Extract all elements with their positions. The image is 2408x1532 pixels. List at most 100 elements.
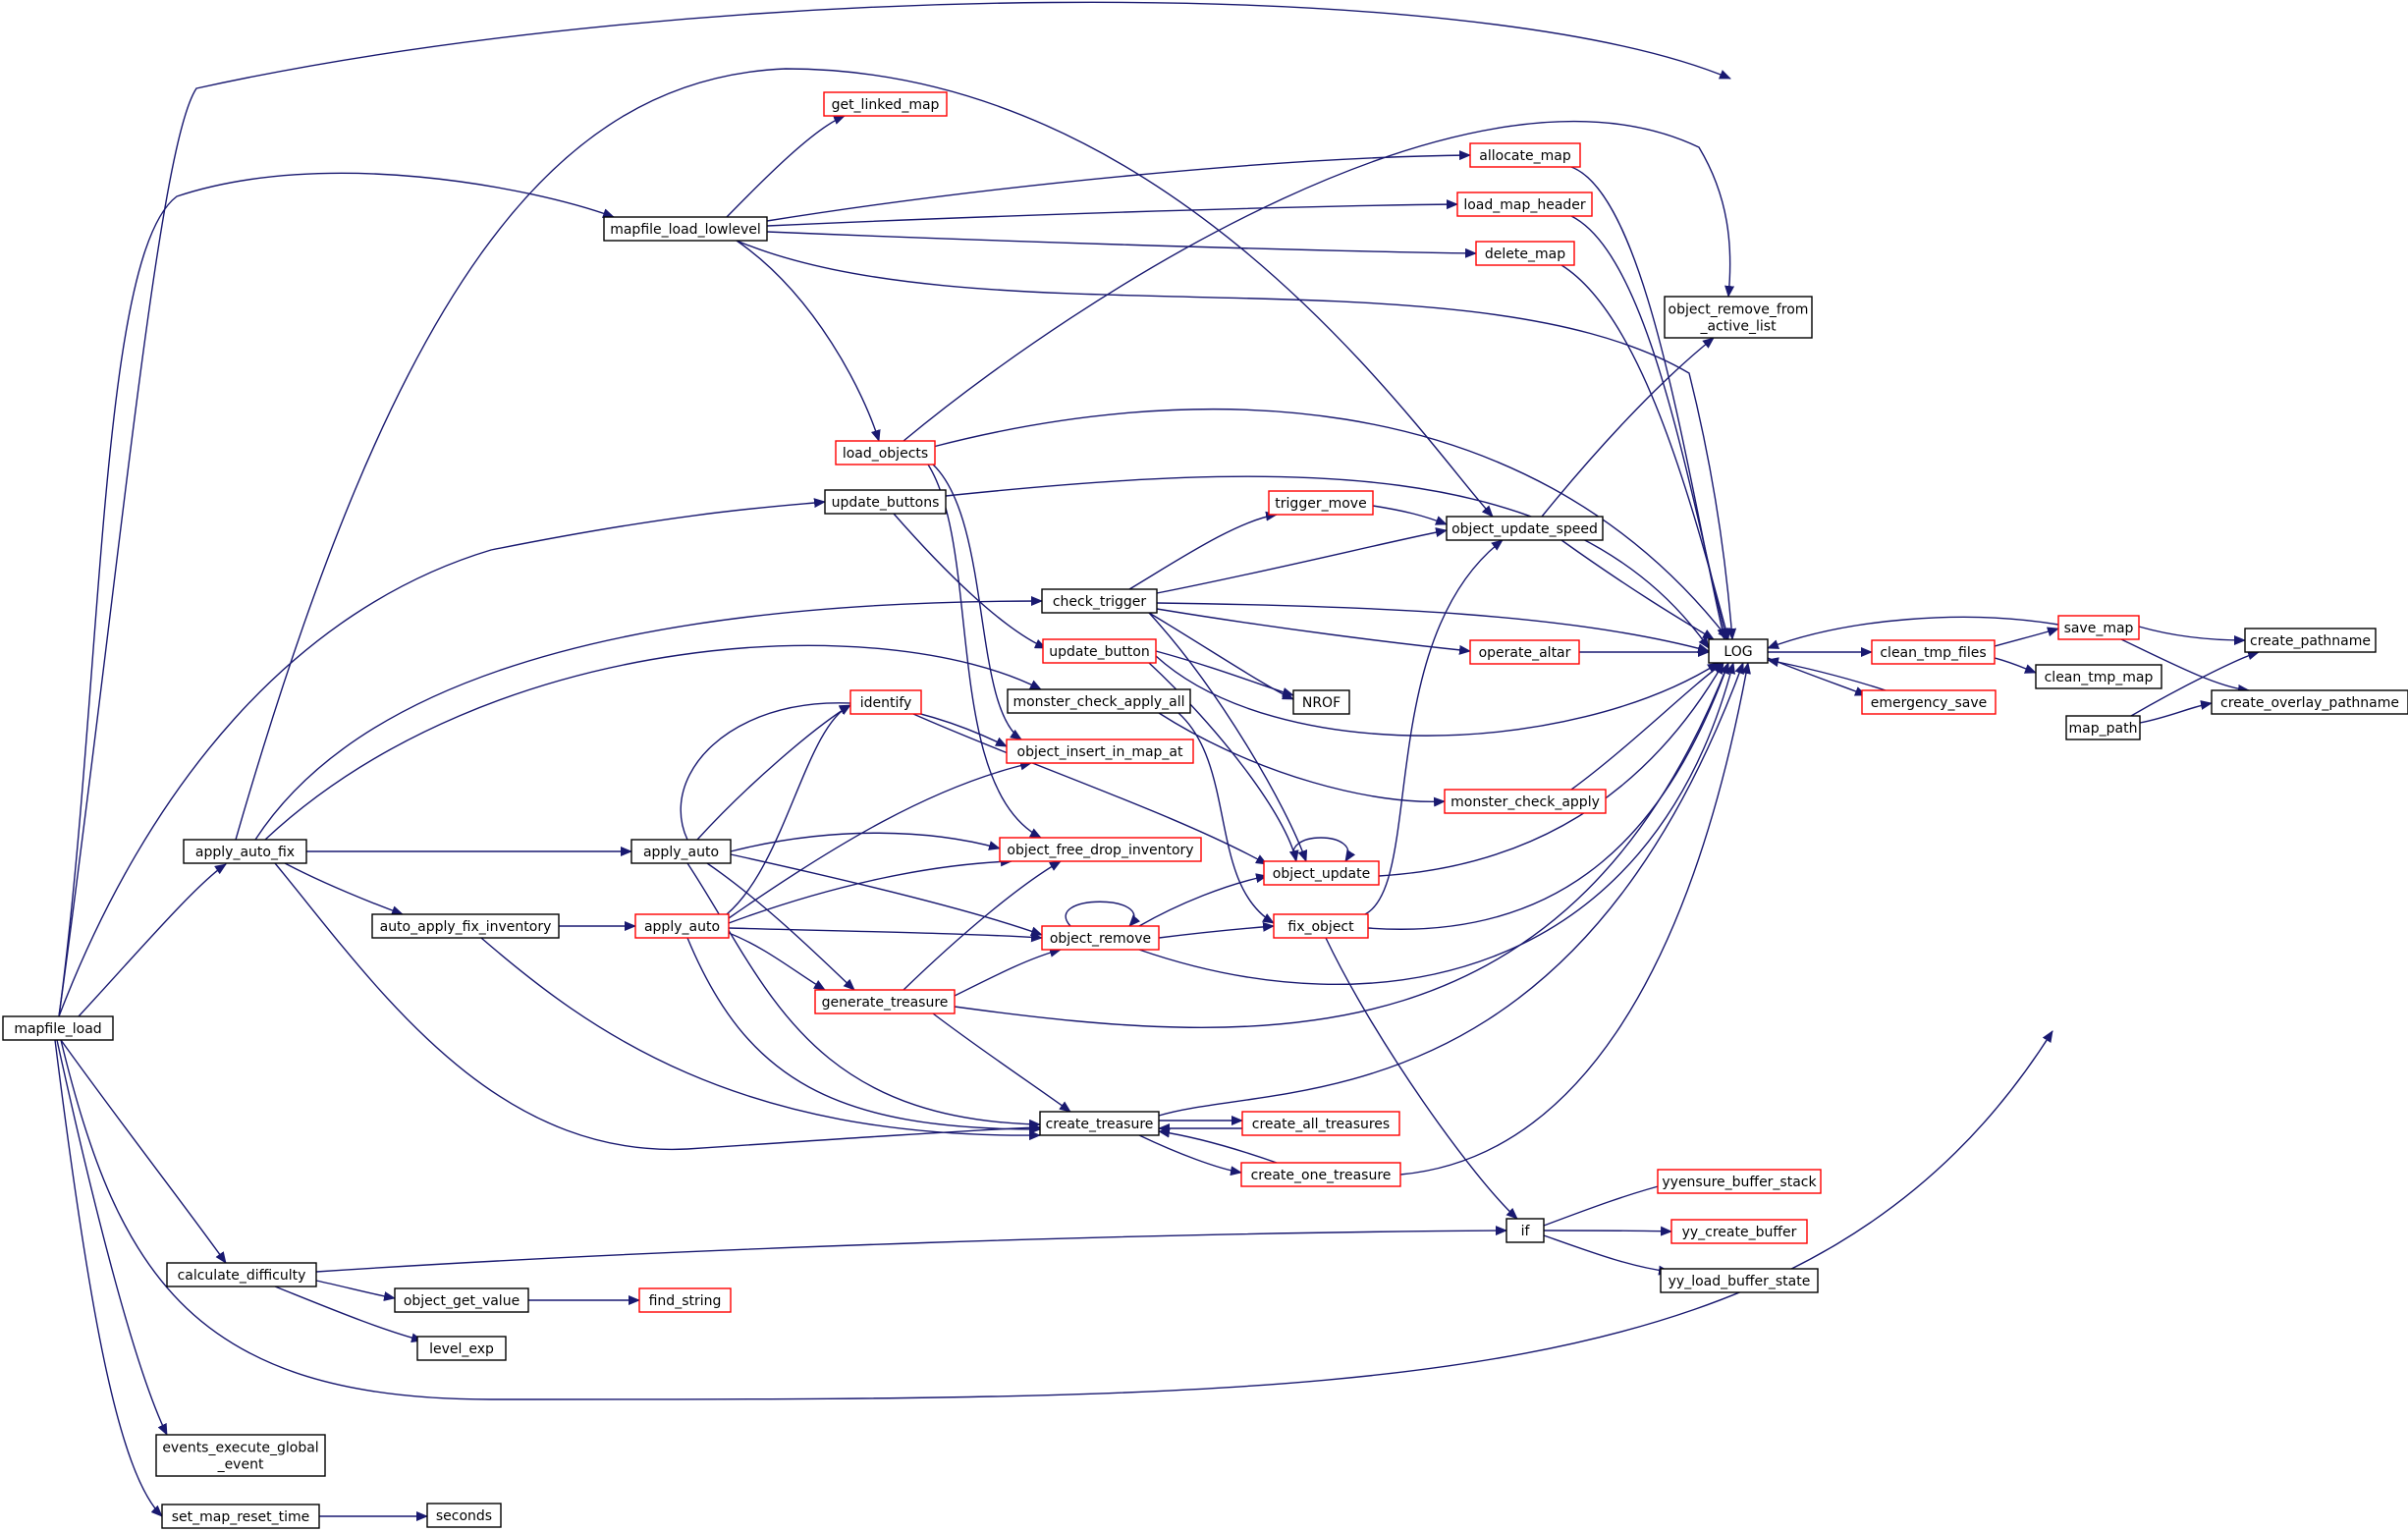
node-map_path[interactable]: map_path [2065, 715, 2141, 740]
edge-object_remove-to-object_update [1138, 873, 1268, 927]
node-load_objects[interactable]: load_objects [835, 440, 936, 465]
edge-fix_object-to-LOG [1367, 662, 1729, 930]
node-clean_tmp_files[interactable]: clean_tmp_files [1871, 639, 1996, 665]
node-update_buttons[interactable]: update_buttons [824, 489, 947, 515]
node-apply_auto_red[interactable]: apply_auto [634, 913, 730, 939]
node-box [183, 839, 307, 864]
node-label: allocate_map [1479, 148, 1571, 164]
node-object_remove[interactable]: object_remove [1041, 925, 1160, 951]
node-create_one_treasure[interactable]: create_one_treasure [1240, 1162, 1401, 1187]
edge-fix_object-to-object_update_speed [1364, 539, 1504, 915]
node-load_map_header[interactable]: load_map_header [1456, 192, 1593, 217]
node-if[interactable]: if [1505, 1218, 1545, 1243]
edge-map_path-to-create_overlay_pathname [2139, 700, 2213, 724]
node-create_pathname[interactable]: create_pathname [2244, 628, 2377, 653]
edge-apply_auto_red-to-identify [726, 704, 851, 915]
node-box [1456, 192, 1593, 217]
node-box [1041, 925, 1160, 951]
node-create_all_treasures[interactable]: create_all_treasures [1241, 1111, 1400, 1136]
node-save_map[interactable]: save_map [2057, 615, 2140, 640]
node-yy_load_buffer_state[interactable]: yy_load_buffer_state [1660, 1268, 1819, 1293]
node-calculate_difficulty[interactable]: calculate_difficulty [166, 1262, 317, 1287]
node-delete_map[interactable]: delete_map [1475, 241, 1575, 266]
node-fix_object[interactable]: fix_object [1273, 913, 1369, 939]
node-yyensure_buffer_stack[interactable]: yyensure_buffer_stack [1657, 1169, 1822, 1194]
edge-check_trigger-to-object_update_speed [1156, 527, 1448, 594]
node-emergency_save[interactable]: emergency_save [1861, 689, 1997, 715]
node-label: calculate_difficulty [178, 1268, 306, 1284]
node-label: find_string [649, 1293, 722, 1309]
edge-apply_auto_red-to-object_insert_in_map_at [728, 760, 1032, 919]
edge-apply_auto_black-to-object_insert_in_map_at [680, 702, 1008, 841]
edge-calculate_difficulty-to-if [315, 1226, 1507, 1273]
edge-apply_auto_black-to-identify [696, 704, 851, 841]
node-apply_auto_fix[interactable]: apply_auto_fix [183, 839, 307, 864]
node-create_overlay_pathname[interactable]: create_overlay_pathname [2211, 689, 2408, 715]
node-identify[interactable]: identify [849, 689, 922, 715]
node-operate_altar[interactable]: operate_altar [1469, 639, 1580, 665]
node-object_insert_in_map_at[interactable]: object_insert_in_map_at [1006, 739, 1194, 764]
node-auto_apply_fix_inventory[interactable]: auto_apply_fix_inventory [371, 913, 560, 939]
node-object_remove_from_active_list[interactable]: object_remove_from_active_list [1664, 296, 1813, 339]
node-box [2244, 628, 2377, 653]
node-label: events_execute_global [162, 1441, 318, 1456]
node-object_free_drop_inventory[interactable]: object_free_drop_inventory [999, 837, 1202, 862]
node-label: clean_tmp_files [1880, 645, 1986, 661]
node-trigger_move[interactable]: trigger_move [1268, 490, 1374, 516]
node-box [634, 913, 730, 939]
node-label: LOG [1724, 644, 1752, 660]
node-level_exp[interactable]: level_exp [416, 1336, 507, 1361]
node-monster_check_apply[interactable]: monster_check_apply [1444, 789, 1607, 814]
edge-object_update-to-LOG [1378, 662, 1724, 877]
node-object_update_speed[interactable]: object_update_speed [1446, 516, 1604, 541]
node-object_get_value[interactable]: object_get_value [394, 1287, 529, 1313]
node-allocate_map[interactable]: allocate_map [1469, 142, 1581, 168]
node-label: fix_object [1287, 919, 1354, 935]
node-mapfile_load[interactable]: mapfile_load [2, 1015, 114, 1041]
node-set_map_reset_time[interactable]: set_map_reset_time [161, 1504, 320, 1529]
node-box [1660, 1268, 1819, 1293]
node-apply_auto_black[interactable]: apply_auto [630, 839, 732, 864]
node-find_string[interactable]: find_string [638, 1287, 732, 1313]
node-generate_treasure[interactable]: generate_treasure [814, 989, 956, 1014]
node-label: object_get_value [404, 1293, 520, 1309]
node-get_linked_map[interactable]: get_linked_map [823, 91, 948, 117]
edge-monster_check_apply_all-to-monster_check_apply [1158, 712, 1446, 807]
node-label: save_map [2064, 621, 2134, 636]
node-create_treasure[interactable]: create_treasure [1039, 1111, 1160, 1136]
edge-clean_tmp_files-to-save_map [1994, 627, 2059, 647]
node-object_update[interactable]: object_update [1263, 860, 1380, 886]
node-label: yy_load_buffer_state [1669, 1274, 1811, 1289]
node-yy_create_buffer[interactable]: yy_create_buffer [1670, 1219, 1808, 1244]
node-box [1475, 241, 1575, 266]
edge-fix_object-to-if [1325, 937, 1518, 1220]
edge-mapfile_load-to-update_buttons [58, 498, 826, 1017]
node-layer: mapfile_load apply_auto_fix calculate_diff… [2, 91, 2408, 1529]
edge-load_map_header-to-LOG [1570, 215, 1729, 640]
node-label: object_remove [1050, 931, 1151, 947]
edge-monster_check_apply_all-to-fix_object [1177, 712, 1275, 924]
edge-update_button-to-NROF [1155, 650, 1294, 697]
edge-monster_check_apply-to-LOG [1570, 662, 1724, 791]
node-label: mapfile_load_lowlevel [610, 222, 761, 238]
node-label: load_objects [843, 446, 928, 462]
node-clean_tmp_map[interactable]: clean_tmp_map [2035, 664, 2162, 689]
node-check_trigger[interactable]: check_trigger [1041, 588, 1158, 614]
node-box [371, 913, 560, 939]
node-box [1241, 1111, 1400, 1136]
node-mapfile_load_lowlevel[interactable]: mapfile_load_lowlevel [603, 216, 768, 242]
edge-emergency_save-to-LOG [1767, 657, 1887, 691]
node-events_execute_global_event[interactable]: events_execute_global_event [155, 1434, 326, 1477]
node-LOG[interactable]: LOG [1708, 638, 1769, 664]
node-monster_check_apply_all[interactable]: monster_check_apply_all [1007, 688, 1191, 714]
edge-object_remove-to-object_remove [1065, 901, 1141, 927]
node-update_button[interactable]: update_button [1042, 638, 1157, 664]
edge-check_trigger-to-object_update [1148, 612, 1308, 862]
edge-load_objects-to-object_free_drop_inventory [927, 464, 1042, 839]
node-seconds[interactable]: seconds [426, 1503, 502, 1528]
edge-apply_auto_black-to-object_free_drop_inventory [730, 832, 1001, 852]
edge-mapfile_load_lowlevel-to-allocate_map [766, 150, 1471, 222]
node-NROF[interactable]: NROF [1292, 689, 1350, 715]
edge-apply_auto_black-to-generate_treasure [706, 862, 855, 991]
edge-layer [54, 1, 2260, 1521]
